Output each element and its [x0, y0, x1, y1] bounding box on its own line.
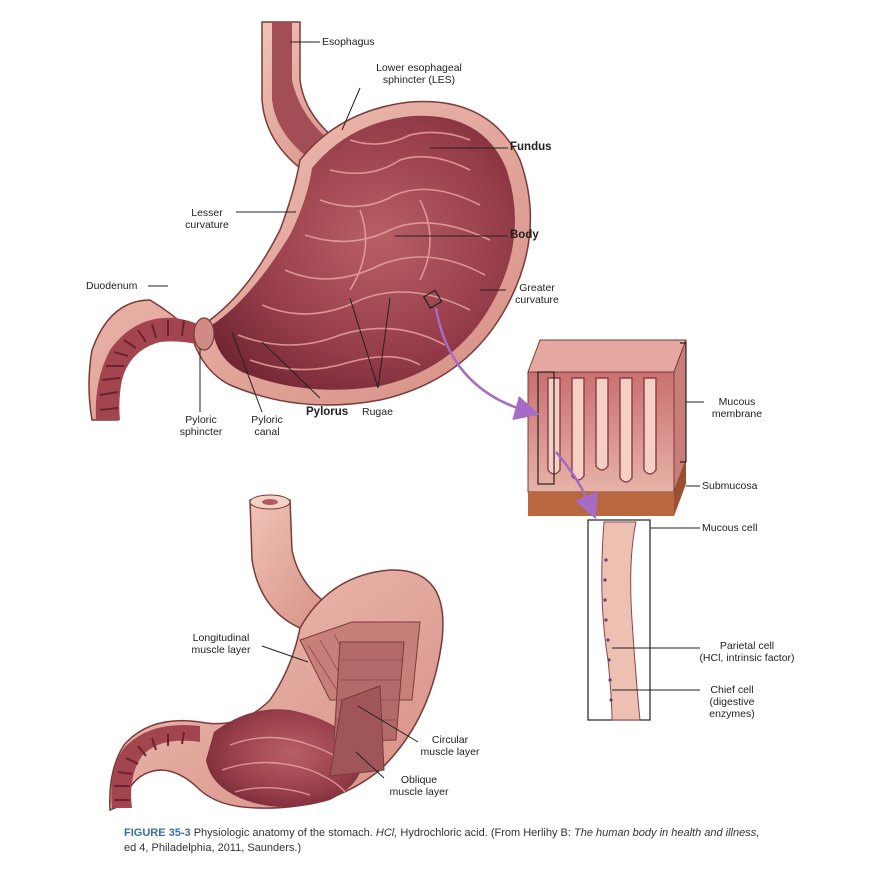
label-les-line1: Lower esophageal: [376, 62, 462, 74]
leader-lines-top: [148, 41, 508, 413]
label-oblique-muscle: Oblique muscle layer: [376, 774, 462, 798]
label-rugae: Rugae: [362, 406, 393, 418]
label-longitudinal-line2: muscle layer: [191, 644, 251, 656]
label-les: Lower esophageal sphincter (LES): [354, 62, 484, 86]
label-greater-curvature: Greater curvature: [506, 282, 568, 306]
label-longitudinal-line1: Longitudinal: [192, 632, 250, 644]
label-pyloric-sphincter-line2: sphincter: [179, 426, 223, 438]
zoom-arrow-2: [555, 451, 599, 520]
label-chief-cell: Chief cell (digestive enzymes): [700, 684, 764, 720]
label-duodenum: Duodenum: [86, 280, 138, 292]
zoom-arrow-1: [434, 307, 540, 421]
duodenum-rings: [99, 319, 185, 411]
caption-text-b: Hydrochloric acid. (From Herlihy B:: [400, 827, 571, 839]
caption-book-title: The human body in health and illness,: [573, 827, 760, 839]
gastric-pits: [547, 377, 657, 483]
label-mucous-membrane-line1: Mucous: [718, 396, 756, 408]
label-esophagus: Esophagus: [322, 36, 375, 48]
bottom-stomach-inner: [206, 709, 362, 808]
label-parietal-line2: (HCl, intrinsic factor): [699, 652, 795, 664]
figure-caption: FIGURE 35-3 Physiologic anatomy of the s…: [124, 826, 764, 856]
figure-number: FIGURE 35-3: [124, 827, 191, 839]
gland-detail: [587, 519, 651, 721]
label-mucous-membrane: Mucous membrane: [702, 396, 772, 420]
label-circular-line2: muscle layer: [420, 746, 480, 758]
label-lesser-curvature: Lesser curvature: [178, 207, 236, 231]
label-pylorus: Pylorus: [306, 406, 349, 418]
label-pyloric-canal: Pyloric canal: [244, 414, 290, 438]
label-circular-line1: Circular: [431, 734, 469, 746]
label-les-line2: sphincter (LES): [382, 74, 456, 86]
label-parietal-cell: Parietal cell (HCl, intrinsic factor): [682, 640, 812, 664]
label-greater-line1: Greater: [519, 282, 555, 294]
label-chief-line1: Chief cell: [710, 684, 754, 696]
duodenum-tube: [95, 317, 205, 420]
pyloric-sphincter-ring: [193, 317, 215, 351]
label-circular-muscle: Circular muscle layer: [410, 734, 490, 758]
rugae-folds: [237, 131, 491, 371]
cell-dots: [603, 558, 613, 702]
submucosa-layer: [528, 492, 674, 516]
caption-text-a: Physiologic anatomy of the stomach.: [193, 827, 373, 839]
label-greater-line2: curvature: [515, 294, 559, 306]
label-submucosa: Submucosa: [702, 480, 758, 492]
label-mucous-cell: Mucous cell: [702, 522, 758, 534]
caption-text-c: ed 4, Philadelphia, 2011, Saunders.): [124, 842, 302, 854]
label-longitudinal-muscle: Longitudinal muscle layer: [178, 632, 264, 656]
label-oblique-line2: muscle layer: [389, 786, 449, 798]
gland-highlight-box: [537, 371, 555, 485]
tissue-block: [527, 339, 687, 516]
caption-hcl: HCl,: [375, 827, 398, 839]
label-pyloric-canal-line2: canal: [254, 426, 280, 438]
bottom-stomach: [109, 494, 444, 812]
label-pyloric-sphincter: Pyloric sphincter: [172, 414, 230, 438]
section-box: [422, 289, 443, 309]
label-chief-line2: (digestive: [709, 696, 755, 708]
label-body: Body: [510, 229, 539, 241]
label-pyloric-canal-line1: Pyloric: [251, 414, 283, 426]
label-lesser-line1: Lesser: [191, 207, 223, 219]
leader-lines-bottom: [261, 645, 419, 779]
oblique-muscle: [329, 685, 385, 777]
label-fundus: Fundus: [510, 141, 552, 153]
label-parietal-line1: Parietal cell: [719, 640, 775, 652]
leader-lines-right: [612, 401, 704, 691]
label-pyloric-sphincter-line1: Pyloric: [185, 414, 217, 426]
label-chief-line3: enzymes): [709, 708, 755, 720]
label-lesser-line2: curvature: [185, 219, 229, 231]
label-mucous-membrane-line2: membrane: [711, 408, 763, 420]
label-oblique-line1: Oblique: [400, 774, 438, 786]
